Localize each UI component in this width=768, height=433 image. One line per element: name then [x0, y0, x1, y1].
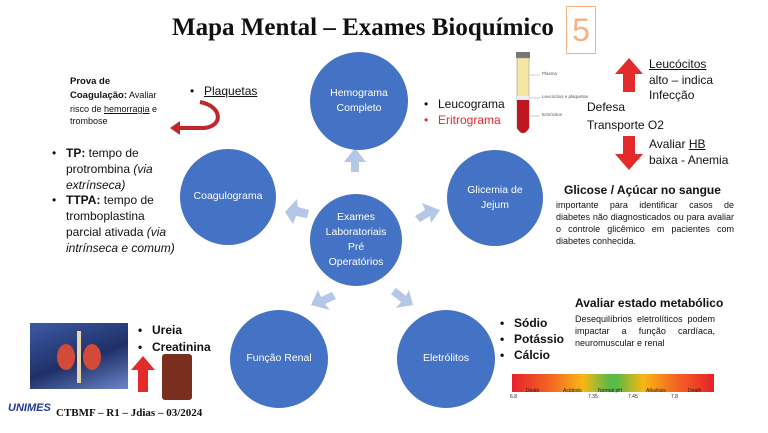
list-item-tp: TP: tempo de protrombina (via extrínseca… [52, 146, 180, 193]
list-item-sodio: Sódio [500, 315, 564, 331]
hemograma-list: Leucograma Eritrograma [424, 97, 505, 128]
eletrolitos-heading: Avaliar estado metabólico [575, 296, 724, 310]
arrow-lower-left [311, 290, 336, 310]
plaquetas-list: Plaquetas [190, 84, 257, 100]
blood-tube-image: Plasma Leucócitos e plaquetas Eritrócito… [514, 50, 589, 140]
ph-label-death-left: Death [526, 388, 540, 394]
arrow-up [344, 148, 366, 172]
ph-tick-2: 7.35 [588, 394, 598, 400]
list-item-calcio: Cálcio [500, 347, 564, 363]
list-item-ureia: Ureia [138, 322, 211, 339]
tube-label-eritrocitos: Eritrócitos [542, 112, 563, 117]
arrow-upper-right [415, 203, 440, 223]
glicemia-info: Glicose / Açúcar no sangue importante pa… [556, 183, 734, 248]
red-arrow-up-renal [131, 356, 155, 392]
note-hb: Avaliar HB baixa - Anemia [649, 137, 729, 167]
ph-label-death-right: Death [688, 388, 702, 394]
note-transporte: Transporte O2 [587, 118, 664, 132]
tube-label-plasma: Plasma [542, 71, 558, 76]
eletrolitos-info: Avaliar estado metabólico Desequilíbrios… [575, 296, 724, 349]
red-arrow-up-leucocitos [615, 58, 643, 92]
glicemia-heading: Glicose / Açúcar no sangue [564, 183, 721, 197]
curved-arrow [176, 100, 220, 130]
list-item-creatinina: Creatinina [138, 339, 211, 356]
specimen-image [162, 354, 192, 400]
list-item-eritrograma: Eritrograma [424, 113, 505, 129]
arrow-lower-right [391, 288, 413, 308]
page-title: Mapa Mental – Exames Bioquímico [172, 14, 554, 41]
eletrolitos-list: Sódio Potássio Cálcio [500, 315, 564, 364]
ph-tick-4: 7.8 [671, 394, 678, 400]
note-leucocitos: Leucócitos alto – indica Infecção [649, 57, 714, 103]
note-defesa: Defesa [587, 100, 626, 114]
slide-number: 5 [566, 6, 596, 54]
unimes-logo: UNIMES [8, 402, 51, 414]
arrow-upper-left [285, 199, 309, 224]
tube-label-leucocitos: Leucócitos e plaquetas [542, 94, 589, 99]
node-coagulograma: Coagulograma [180, 149, 276, 245]
node-funcao-renal: Função Renal [230, 310, 328, 408]
list-item-potassio: Potássio [500, 331, 564, 347]
red-arrow-down-hb [615, 136, 643, 170]
coag-tests-list: TP: tempo de protrombina (via extrínseca… [52, 146, 180, 257]
ph-label-alkalosis: Alkalosis [646, 388, 666, 394]
ph-tick-1: 6.8 [510, 394, 517, 400]
list-item-ttpa: TTPA: tempo de tromboplastina parcial at… [52, 193, 180, 256]
renal-list: Ureia Creatinina [138, 322, 211, 356]
node-eletrolitos: Eletrólitos [397, 310, 495, 408]
coag-prova: Prova de Coagulação: Avaliar risco de he… [70, 76, 158, 126]
eletrolitos-body: Desequilíbrios eletrolíticos podem impac… [575, 314, 715, 349]
ph-label-normal: Normal pH [598, 388, 622, 394]
glicemia-body: importante para identificar casos de dia… [556, 200, 734, 247]
ph-scale-image: Death Acidosis Normal pH Alkalosis Death… [510, 374, 714, 400]
ph-tick-3: 7.45 [628, 394, 638, 400]
ph-label-acidosis: Acidosis [563, 388, 582, 394]
list-item-plaquetas: Plaquetas [190, 84, 257, 100]
footer-text: CTBMF – R1 – Jdias – 03/2024 [56, 407, 203, 419]
kidney-image [30, 323, 128, 389]
list-item-leucograma: Leucograma [424, 97, 505, 113]
